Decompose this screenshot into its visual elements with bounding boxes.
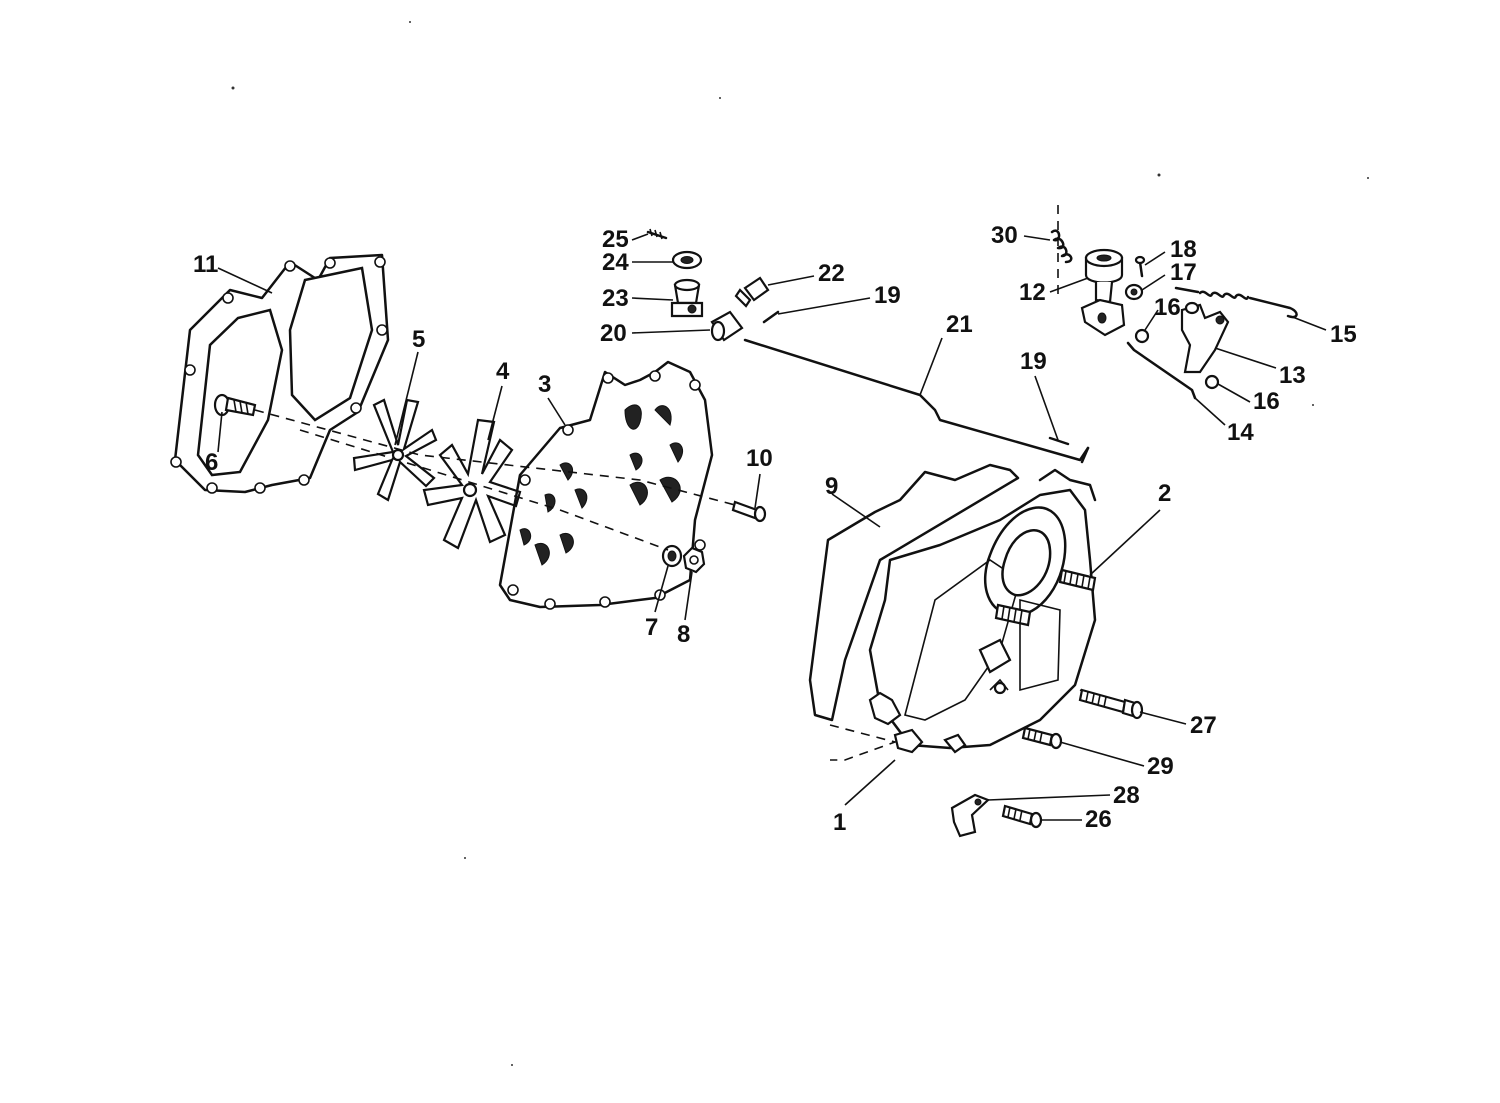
pin-part-19-upper: [762, 310, 780, 324]
scan-specks: [231, 21, 1369, 1066]
screw-part-16-lower: [1204, 374, 1220, 390]
callout-10: 10: [746, 445, 773, 472]
callout-2: 2: [1158, 480, 1171, 507]
callout-12: 12: [1019, 279, 1046, 306]
callout-16: 16: [1154, 294, 1181, 321]
screw-part-22: [734, 276, 770, 308]
plate-part-3: [498, 360, 714, 610]
callout-6: 6: [205, 449, 218, 476]
screw-part-10: [731, 500, 767, 523]
callout-4: 4: [496, 358, 510, 385]
spring-part-30: [1050, 229, 1073, 264]
sleeve-part-20: [710, 310, 744, 342]
washer-part-24: [671, 250, 703, 270]
callout-26: 26: [1085, 806, 1112, 833]
callout-24: 24: [602, 249, 629, 276]
washer-part-7: [661, 544, 683, 568]
rod-part-21: [743, 338, 1090, 464]
rod-part-14: [1126, 341, 1197, 400]
nut-part-8: [682, 546, 706, 574]
bolt-part-26: [1001, 804, 1043, 829]
callout-5: 5: [412, 326, 425, 353]
callout-20: 20: [600, 320, 627, 347]
callout-19: 19: [874, 282, 901, 309]
bushing-part-23: [670, 278, 704, 318]
callout-27: 27: [1190, 712, 1217, 739]
pin-part-25: [646, 228, 668, 240]
bolt-part-29: [1021, 726, 1063, 750]
washer-part-17: [1124, 283, 1144, 301]
callout-19: 19: [1020, 348, 1047, 375]
stud-part-2: [994, 568, 1097, 627]
housing-part-1: [868, 468, 1097, 754]
bolt-part-27: [1078, 688, 1144, 720]
callout-28: 28: [1113, 782, 1140, 809]
callout-1: 1: [833, 809, 846, 836]
callout-9: 9: [825, 473, 838, 500]
callout-7: 7: [645, 614, 658, 641]
lever-part-12: [1080, 248, 1126, 337]
callout-18: 18: [1170, 236, 1197, 263]
callout-21: 21: [946, 311, 973, 338]
callout-15: 15: [1330, 321, 1357, 348]
gasket-part-9: [808, 463, 1020, 722]
callout-3: 3: [538, 371, 551, 398]
bracket-part-13: [1180, 301, 1230, 374]
callout-16: 16: [1253, 388, 1280, 415]
callout-11: 11: [193, 251, 218, 278]
callout-14: 14: [1227, 419, 1254, 446]
callout-8: 8: [677, 621, 690, 648]
pin-part-18: [1134, 255, 1146, 278]
screw-part-16-upper: [1134, 328, 1150, 344]
callout-22: 22: [818, 260, 845, 287]
gasket-part-11: [170, 253, 390, 494]
callout-23: 23: [602, 285, 629, 312]
fan-part-4: [422, 418, 522, 550]
callout-29: 29: [1147, 753, 1174, 780]
leader-lines: [217, 233, 1327, 821]
callout-25: 25: [602, 226, 629, 253]
callout-13: 13: [1279, 362, 1306, 389]
callout-30: 30: [991, 222, 1018, 249]
clip-part-28: [950, 793, 991, 838]
callout-17: 17: [1170, 259, 1197, 286]
pin-part-19-lower: [1048, 436, 1070, 446]
bolt-part-6: [213, 393, 257, 417]
